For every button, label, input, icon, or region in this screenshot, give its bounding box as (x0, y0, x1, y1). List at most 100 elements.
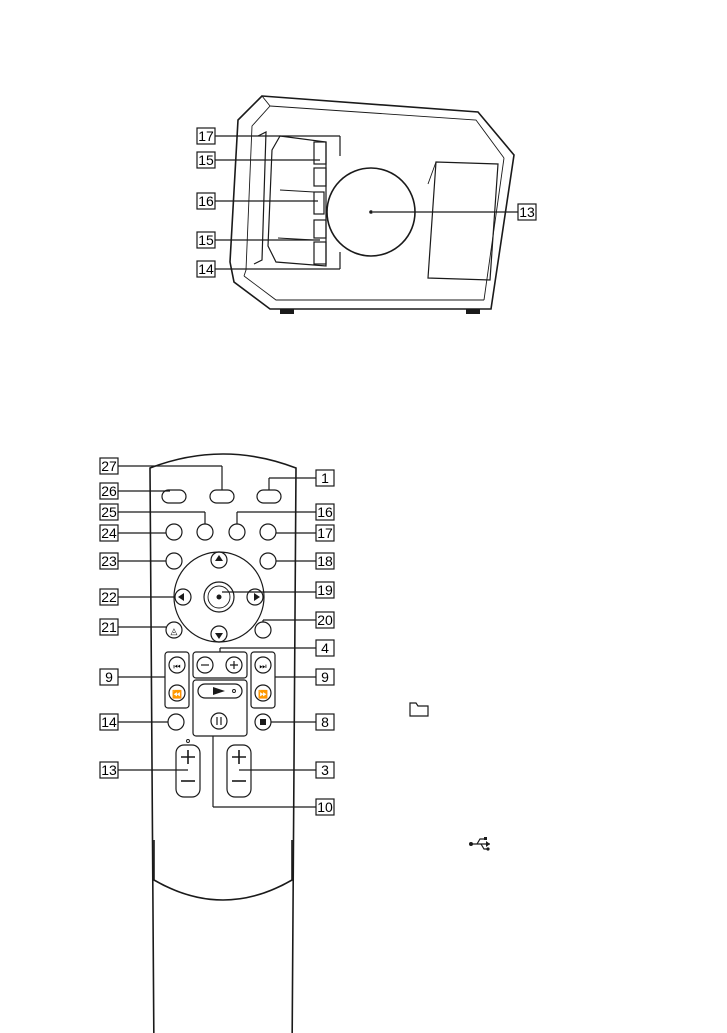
svg-text:13: 13 (519, 204, 535, 220)
svg-text:8: 8 (321, 714, 329, 730)
svg-text:14: 14 (198, 261, 214, 277)
unit-bevel-bottom (244, 276, 484, 300)
svg-text:26: 26 (101, 483, 117, 499)
remote-skip-group-left (165, 652, 189, 708)
remote-button-16[interactable] (229, 524, 245, 540)
svg-text:27: 27 (101, 458, 117, 474)
remote-button-18[interactable] (260, 553, 276, 569)
side-callout-13: 13 (373, 204, 536, 220)
unit-button-upper[interactable] (314, 142, 326, 164)
rocker-left-plus-icon (181, 750, 195, 764)
remote-callout-26: 26 (100, 483, 170, 499)
unit-bevel-top (270, 106, 504, 158)
remote-control: ◬ ⏮ ⏪ ⏭ ⏩ (150, 454, 296, 1033)
svg-text:10: 10 (317, 799, 333, 815)
svg-text:22: 22 (101, 589, 117, 605)
svg-text:21: 21 (101, 619, 117, 635)
play-icon (213, 687, 225, 695)
side-callout-16: 16 (197, 193, 318, 209)
svg-text:14: 14 (101, 714, 117, 730)
remote-callout-24: 24 (100, 525, 166, 541)
unit-button-lower[interactable] (314, 242, 326, 264)
unit-knob-lower[interactable] (314, 220, 326, 238)
remote-callout-14: 14 (100, 714, 168, 730)
svg-text:25: 25 (101, 504, 117, 520)
play-dot-icon (233, 690, 236, 693)
svg-text:13: 13 (101, 762, 117, 778)
svg-text:3: 3 (321, 762, 329, 778)
remote-callout-22: 22 (100, 589, 175, 605)
folder-icon (410, 703, 428, 716)
unit-bevel-left (244, 96, 270, 276)
arrow-right-icon (254, 593, 260, 601)
side-view-unit: 17 15 16 15 14 13 (197, 96, 536, 314)
unit-knob-upper[interactable] (314, 168, 326, 186)
remote-skip-group-right (251, 652, 275, 708)
svg-text:18: 18 (317, 553, 333, 569)
remote-callout-9-right: 9 (275, 669, 334, 685)
remote-button-23[interactable] (166, 553, 182, 569)
rewind-icon: ⏪ (172, 689, 182, 699)
plus-icon (230, 661, 238, 669)
remote-button-26[interactable] (162, 490, 186, 503)
side-callout-15a: 15 (197, 152, 320, 168)
rocker-right-plus-icon (232, 750, 246, 764)
arrow-down-icon (215, 633, 223, 639)
stop-icon (260, 719, 266, 725)
remote-callout-9-left: 9 (100, 669, 165, 685)
remote-button-24[interactable] (166, 524, 182, 540)
arrow-left-icon (178, 593, 184, 601)
remote-callout-19: 19 (222, 582, 334, 598)
remote-callout-13: 13 (100, 762, 188, 778)
remote-button-1[interactable] (257, 490, 281, 503)
remote-body-outline (150, 454, 296, 1033)
svg-text:15: 15 (198, 152, 214, 168)
remote-callout-8: 8 (271, 714, 334, 730)
svg-text:23: 23 (101, 553, 117, 569)
remote-callout-20: 20 (263, 612, 334, 628)
side-callout-15b: 15 (197, 232, 320, 248)
svg-text:1: 1 (321, 470, 329, 486)
remote-callout-3: 3 (239, 762, 334, 778)
unit-slot (314, 192, 324, 214)
svg-text:24: 24 (101, 525, 117, 541)
remote-button-27[interactable] (210, 490, 234, 503)
remote-callout-18: 18 (276, 553, 334, 569)
svg-text:9: 9 (105, 669, 113, 685)
remote-bottom-curve (154, 840, 292, 900)
remote-callout-1: 1 (269, 470, 334, 490)
unit-foot-left (280, 309, 294, 314)
remote-callouts-left: 27 26 25 24 23 22 21 9 14 13 (100, 458, 222, 778)
svg-text:16: 16 (317, 504, 333, 520)
remote-callout-23: 23 (100, 553, 166, 569)
remote-button-25[interactable] (197, 524, 213, 540)
remote-callout-4: 4 (220, 640, 334, 656)
remote-button-20[interactable] (255, 622, 271, 638)
fast-forward-icon: ⏩ (258, 689, 268, 699)
unit-rear-panel (254, 132, 266, 264)
remote-callout-25: 25 (100, 504, 205, 524)
prev-track-icon: ⏮ (173, 662, 180, 671)
svg-text:19: 19 (317, 582, 333, 598)
unit-speaker-center (369, 210, 373, 214)
rocker-left-dot (187, 740, 190, 743)
svg-text:15: 15 (198, 232, 214, 248)
unit-right-panel (428, 162, 498, 280)
arrow-up-icon (215, 555, 223, 561)
unit-body-outline (230, 96, 514, 309)
remote-button-14[interactable] (168, 714, 184, 730)
remote-callout-17: 17 (276, 525, 334, 541)
next-track-icon: ⏭ (259, 662, 266, 671)
usb-icon (469, 837, 490, 851)
sound-icon: ◬ (171, 626, 178, 636)
remote-button-17[interactable] (260, 524, 276, 540)
enter-icon (217, 595, 222, 600)
remote-callout-16: 16 (237, 504, 334, 524)
remote-button-pause[interactable] (211, 713, 227, 729)
remote-callouts-right: 1 16 17 18 19 20 4 9 8 3 10 (213, 470, 334, 815)
unit-foot-right (466, 309, 480, 314)
unit-block-divider-1 (280, 190, 314, 192)
remote-play-group (193, 680, 247, 736)
svg-text:17: 17 (198, 128, 214, 144)
pause-icon (217, 717, 221, 725)
